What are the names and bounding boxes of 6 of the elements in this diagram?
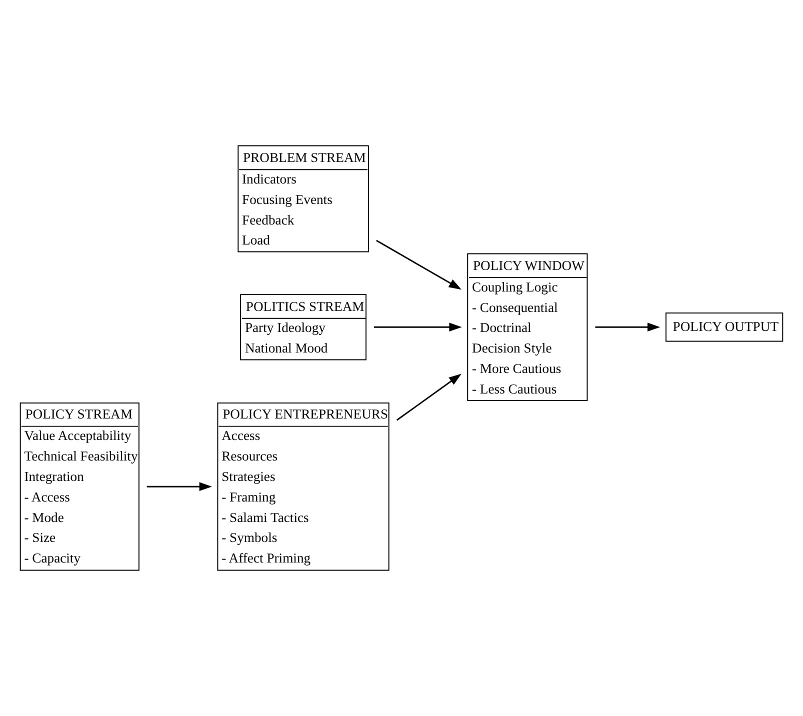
arrow (374, 322, 462, 332)
arrow (595, 322, 660, 332)
node-box: POLICY OUTPUT (666, 312, 784, 342)
arrow (146, 482, 212, 492)
arrow (376, 240, 462, 290)
arrow (396, 374, 462, 421)
